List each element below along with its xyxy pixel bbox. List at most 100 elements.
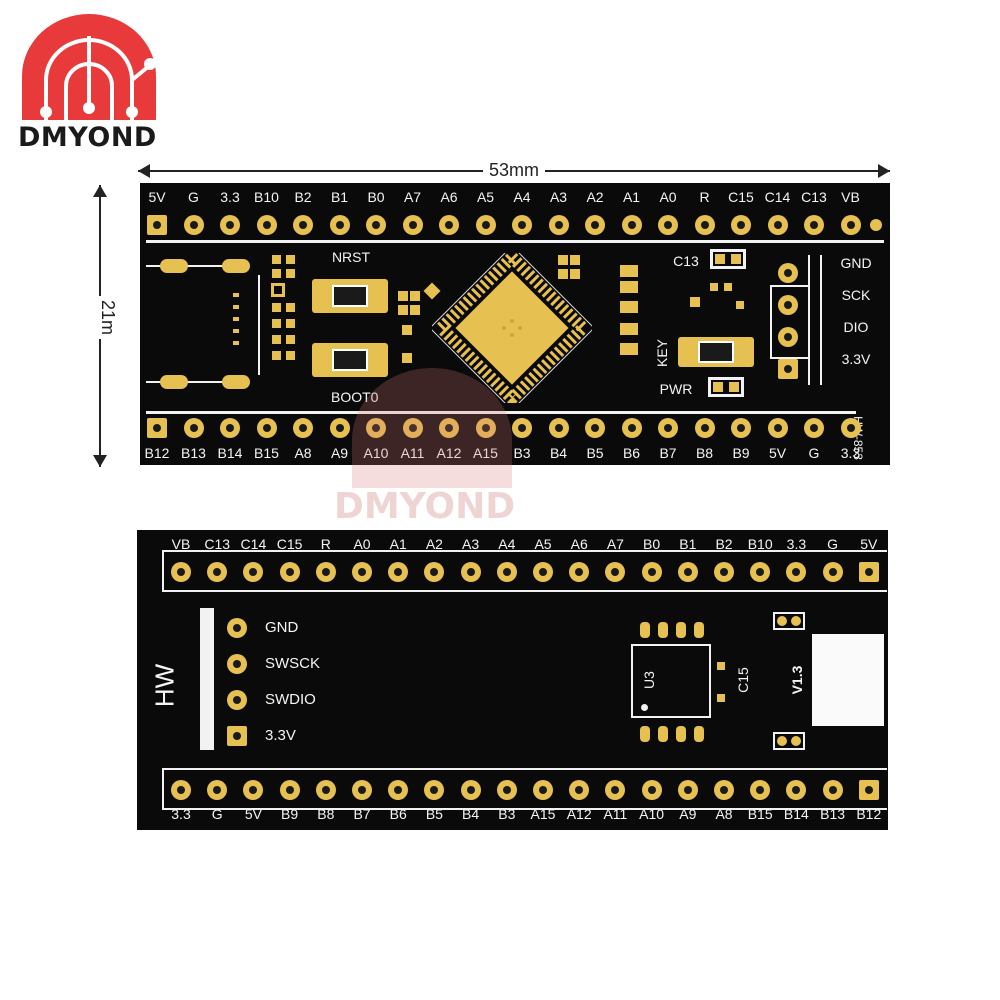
pin-pad	[460, 562, 481, 582]
pin-label: G	[808, 445, 820, 461]
pin-label: A5	[534, 536, 552, 552]
pin-label: B5	[586, 445, 604, 461]
pin-pad	[750, 562, 771, 582]
pin-label: B4	[462, 806, 480, 822]
boot0-switch[interactable]	[312, 343, 388, 377]
pin-label: B0	[643, 536, 661, 552]
pin-pad	[548, 418, 569, 438]
pin-pad	[402, 418, 423, 438]
pin-label: B4	[549, 445, 568, 461]
pin-label: A11	[393, 445, 433, 461]
nrst-button[interactable]	[312, 279, 388, 313]
pin-label: 5V	[860, 536, 878, 552]
mcu-chip-icon	[432, 253, 592, 403]
boot0-label: BOOT0	[331, 389, 379, 405]
pin-pad	[548, 215, 569, 235]
pin-pad	[731, 418, 751, 438]
pin-pad	[496, 780, 517, 800]
pin-pad	[767, 418, 788, 438]
pin-label: B0	[367, 189, 385, 205]
pin-label: B7	[353, 806, 371, 822]
pin-label: VB	[841, 189, 860, 205]
logo-text: DMYOND	[18, 122, 157, 153]
pin-pad	[605, 562, 626, 582]
swd-pin-pad	[778, 295, 798, 315]
pin-pad	[714, 562, 734, 582]
pin-pad	[840, 418, 861, 438]
pin-pad	[279, 780, 300, 800]
pin-label: 3.3	[171, 806, 191, 822]
swd-pin-pad	[227, 690, 247, 710]
pin-pad	[822, 562, 843, 582]
pin-pad	[388, 562, 409, 582]
swd-pin-pad	[778, 327, 798, 347]
pin-pad	[207, 780, 228, 800]
pin-label: 5V	[768, 445, 787, 461]
pin-pad	[147, 418, 167, 438]
pin-label: B10	[254, 189, 279, 205]
pin-label: A15	[466, 445, 506, 461]
pin-label: A12	[566, 806, 592, 822]
pin-label: B1	[679, 536, 697, 552]
swd-pin-label: SCK	[841, 287, 871, 303]
logo-arch-icon	[22, 14, 156, 120]
pin-label: VB	[171, 536, 191, 552]
swd-pin-pad	[778, 263, 798, 283]
pin-label: B3	[513, 445, 531, 461]
pin-label: B3	[498, 806, 516, 822]
pin-pad	[840, 215, 861, 235]
pin-label: B9	[281, 806, 299, 822]
pin-label: C13	[204, 536, 231, 552]
pin-pad	[439, 215, 459, 235]
pin-label: A2	[425, 536, 443, 552]
pin-pad	[366, 215, 386, 235]
pin-pad	[569, 780, 590, 800]
pin-label: C14	[764, 189, 791, 205]
pin-pad	[858, 562, 879, 582]
pin-pad	[366, 418, 386, 438]
pin-pad	[424, 562, 445, 582]
pin-label: A0	[353, 536, 371, 552]
pin-pad	[804, 215, 824, 235]
pin-pad	[183, 418, 204, 438]
pin-label: 3.3	[840, 445, 861, 461]
pin-pad	[439, 418, 459, 438]
pin-pad	[243, 562, 264, 582]
pin-label: A8	[294, 445, 312, 461]
pin-pad	[475, 418, 496, 438]
pin-label: G	[211, 806, 223, 822]
swd-pin-pad	[227, 726, 247, 746]
pin-pad	[256, 418, 277, 438]
pin-pad	[658, 215, 678, 235]
pin-label: B1	[330, 189, 349, 205]
pin-label: B8	[317, 806, 335, 822]
pin-label: C15	[728, 189, 754, 205]
pwr-led	[708, 377, 744, 397]
pin-label: A15	[530, 806, 556, 822]
pin-label: B10	[747, 536, 773, 552]
pin-pad	[315, 780, 336, 800]
pin-pad	[786, 562, 807, 582]
pin-label: A11	[603, 806, 628, 822]
pin-pad	[621, 418, 642, 438]
watermark: DMYOND	[332, 360, 532, 530]
pin-label: A1	[389, 536, 407, 552]
pin-pad	[677, 780, 698, 800]
swd-pin-pad	[227, 654, 247, 674]
pin-pad	[658, 418, 678, 438]
pin-pad	[858, 780, 879, 800]
swd-pin-pad	[778, 359, 798, 379]
pin-label: A10	[639, 806, 665, 822]
pin-label: B9	[732, 445, 750, 461]
pin-pad	[171, 780, 191, 800]
nrst-label: NRST	[331, 249, 371, 265]
pin-label: A8	[715, 806, 733, 822]
pin-label: B15	[254, 445, 279, 461]
pin-pad	[786, 780, 807, 800]
pin-pad	[220, 215, 240, 235]
key-button[interactable]	[678, 337, 754, 367]
pin-label: A0	[659, 189, 677, 205]
pin-label: B6	[622, 445, 641, 461]
pin-pad	[641, 780, 662, 800]
